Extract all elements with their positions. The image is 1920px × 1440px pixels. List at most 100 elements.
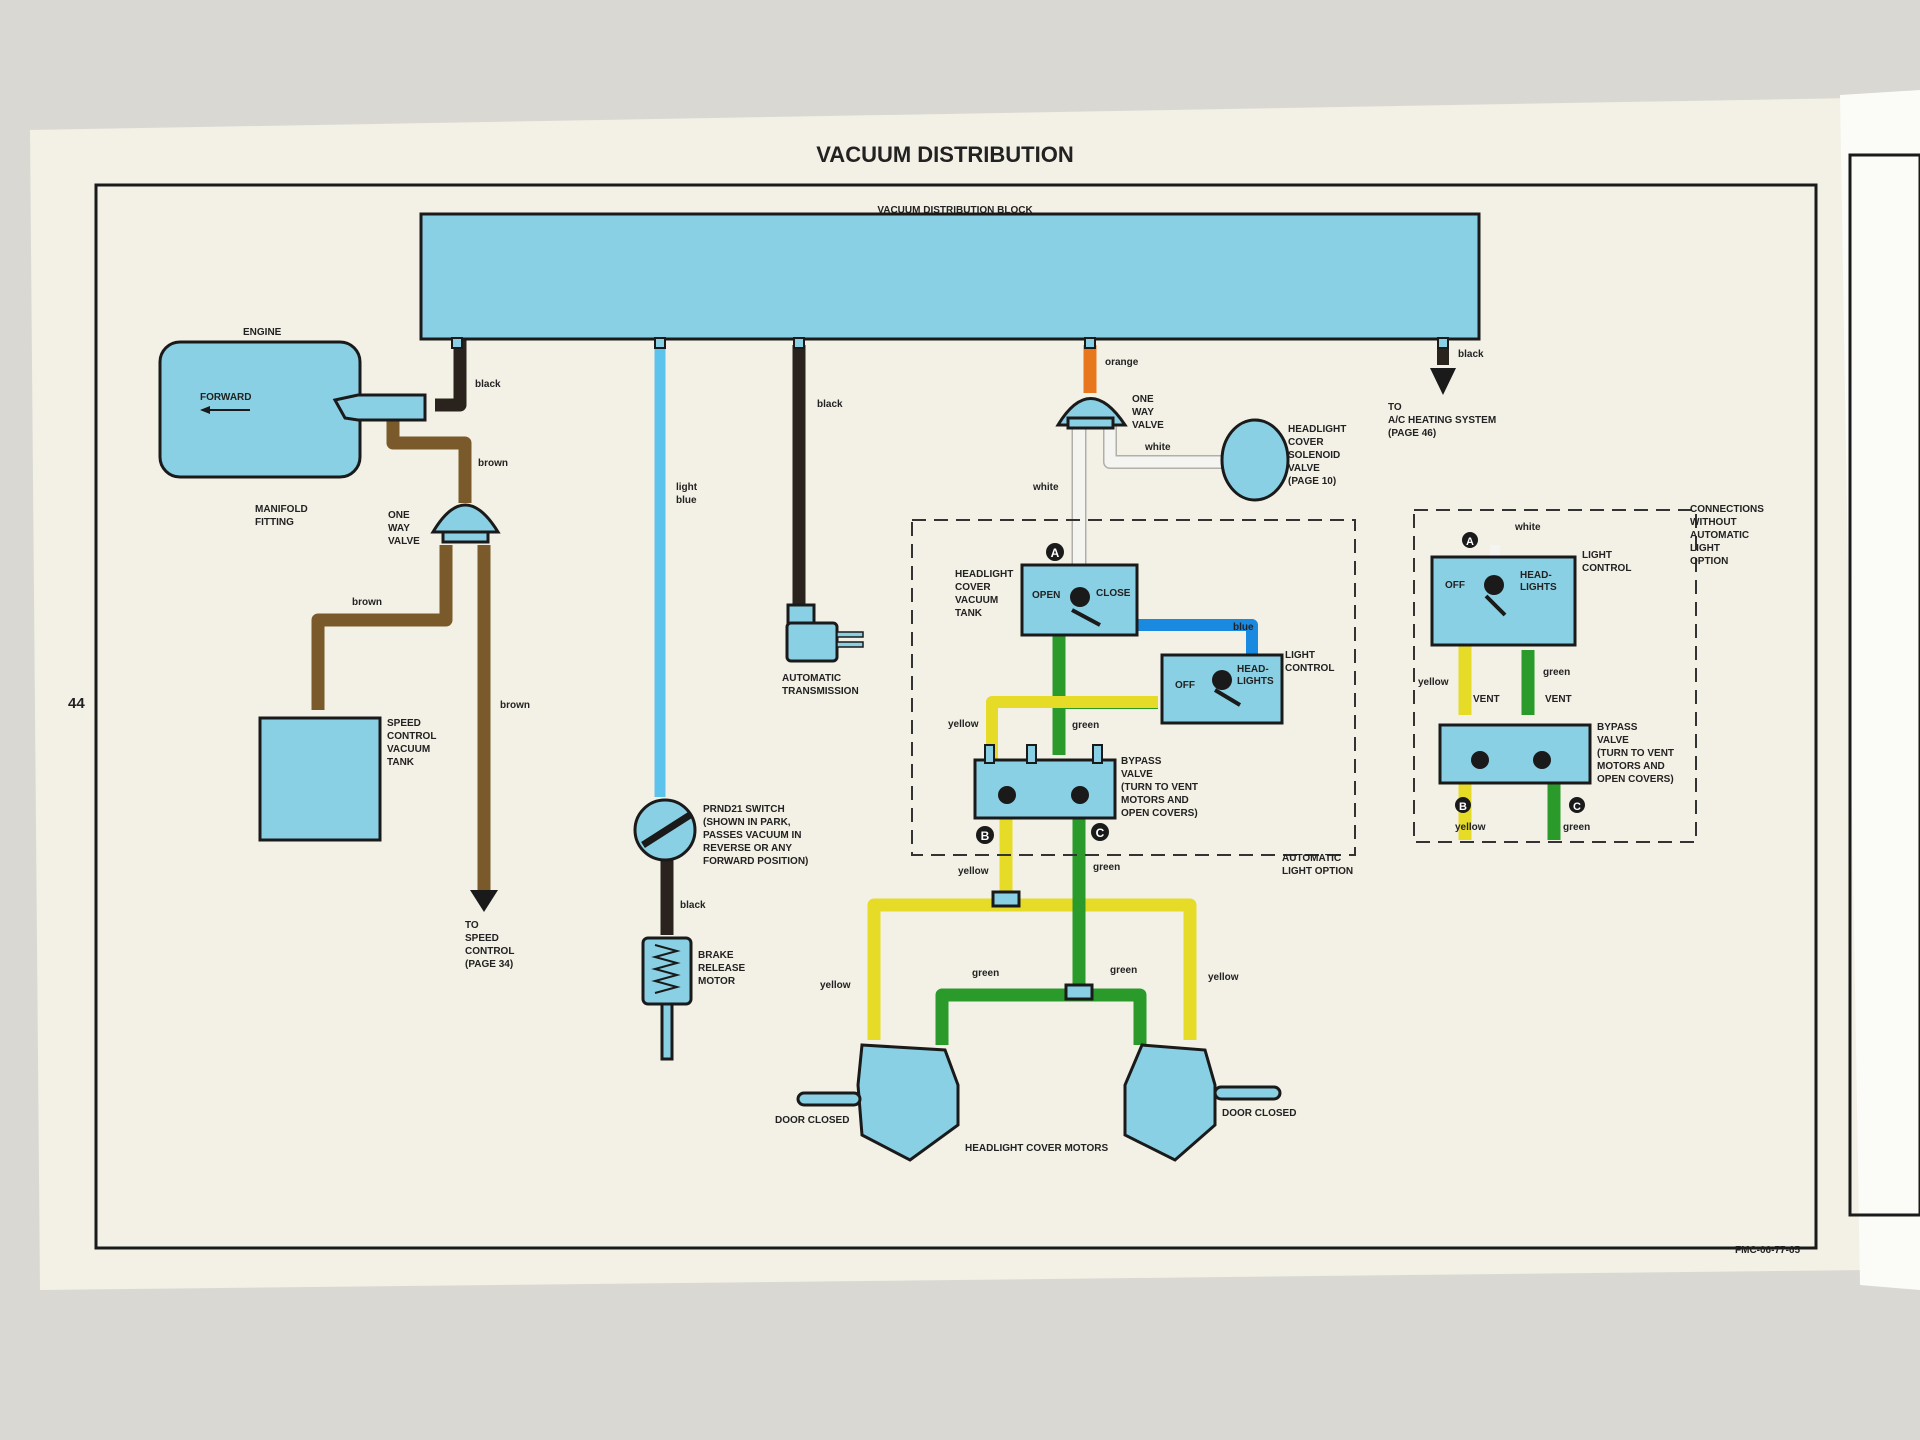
label-solenoid-5: (PAGE 10)	[1288, 476, 1336, 487]
label-motors: HEADLIGHT COVER MOTORS	[965, 1143, 1108, 1154]
green-junction	[1064, 983, 1094, 1001]
manifold-fitting	[332, 393, 427, 422]
light-control-knob	[1212, 670, 1232, 690]
label-close: CLOSE	[1096, 588, 1131, 599]
inset-light-control-knob	[1484, 575, 1504, 595]
label-hvt-1: HEADLIGHT	[955, 569, 1013, 580]
headlight-cover-motor-right	[1123, 1043, 1217, 1162]
inset-marker-b-icon	[1455, 797, 1471, 813]
label-manifold-2: FITTING	[255, 517, 294, 528]
bypass-port-2	[1026, 744, 1037, 764]
ac-arrow-icon	[1430, 368, 1456, 395]
speed-control-vacuum-tank	[258, 716, 382, 842]
label-headlights-1: HEAD-	[1237, 664, 1269, 675]
label-conn-5: OPTION	[1690, 556, 1728, 567]
label-inset-bypass-2: VALVE	[1597, 735, 1629, 746]
hose-white-solenoid-core	[1104, 425, 1222, 468]
inset-marker-a: A	[1466, 536, 1474, 548]
label-owv-right-1: ONE	[1132, 394, 1154, 405]
automatic-light-option-box	[911, 519, 1356, 856]
hose-label-green-2: green	[1093, 862, 1120, 873]
label-door-closed-right: DOOR CLOSED	[1222, 1108, 1296, 1119]
light-control-lever	[1213, 688, 1242, 707]
prnd21-switch-lever	[641, 812, 692, 848]
label-auto-trans-2: TRANSMISSION	[782, 686, 859, 697]
hose-label-black-4: black	[1458, 349, 1484, 360]
hose-label-orange: orange	[1105, 357, 1139, 368]
label-inset-bypass-1: BYPASS	[1597, 722, 1638, 733]
hose-label-blue: blue	[1233, 622, 1254, 633]
label-to-speed-1: TO	[465, 920, 479, 931]
label-bypass-4: MOTORS AND	[1121, 795, 1189, 806]
label-door-closed-left: DOOR CLOSED	[775, 1115, 849, 1126]
label-inset-bypass-5: OPEN COVERS)	[1597, 774, 1674, 785]
inset-marker-c: C	[1573, 801, 1581, 813]
bypass-valve-knob-c	[1071, 786, 1089, 804]
label-hvt-2: COVER	[955, 582, 991, 593]
label-auto-trans-1: AUTOMATIC	[782, 673, 841, 684]
label-auto-light-1: AUTOMATIC	[1282, 853, 1341, 864]
bypass-port-3	[1092, 744, 1103, 764]
label-vent-left: VENT	[1473, 694, 1500, 705]
label-prnd-1: PRND21 SWITCH	[703, 804, 785, 815]
label-speed-tank-2: CONTROL	[387, 731, 436, 742]
hose-brown-manifold	[386, 418, 472, 503]
port-2	[654, 337, 666, 349]
label-inset-bypass-3: (TURN TO VENT	[1597, 748, 1674, 759]
label-to-speed-2: SPEED	[465, 933, 499, 944]
label-inset-off: OFF	[1445, 580, 1465, 591]
hose-label-white-2: white	[1032, 482, 1059, 493]
label-open: OPEN	[1032, 590, 1060, 601]
label-bypass-1: BYPASS	[1121, 756, 1162, 767]
port-3	[793, 337, 805, 349]
label-conn-4: LIGHT	[1690, 543, 1720, 554]
label-speed-tank-1: SPEED	[387, 718, 421, 729]
bypass-port-1	[984, 744, 995, 764]
label-bypass-2: VALVE	[1121, 769, 1153, 780]
transmission-rod-1	[836, 631, 864, 638]
label-owv-right-3: VALVE	[1132, 420, 1164, 431]
marker-b: B	[981, 829, 990, 843]
one-way-valve-left-base	[441, 530, 490, 544]
label-forward: FORWARD	[200, 392, 251, 403]
label-to-ac-1: TO	[1388, 402, 1402, 413]
label-solenoid-1: HEADLIGHT	[1288, 424, 1346, 435]
label-brake-2: RELEASE	[698, 963, 746, 974]
speed-control-arrow-icon	[470, 890, 498, 912]
label-manifold-1: MANIFOLD	[255, 504, 308, 515]
label-prnd-4: REVERSE OR ANY	[703, 843, 792, 854]
component-labels: VACUUM DISTRIBUTION BLOCK ENGINE FORWARD…	[200, 205, 1764, 1154]
headlight-cover-solenoid-valve	[1220, 418, 1290, 502]
hose-label-green-3: green	[972, 968, 999, 979]
label-auto-light-2: LIGHT OPTION	[1282, 866, 1353, 877]
hose-label-black-1: black	[475, 379, 501, 390]
hose-label-white-1: white	[1144, 442, 1171, 453]
port-1	[451, 337, 463, 349]
bypass-valve-knob-b	[998, 786, 1016, 804]
label-owv-left-3: VALVE	[388, 536, 420, 547]
hose-label-brown-1: brown	[478, 458, 508, 469]
tank-valve-knob	[1070, 587, 1090, 607]
tank-valve-lever	[1071, 608, 1101, 627]
label-to-ac-3: (PAGE 46)	[1388, 428, 1436, 439]
transmission-rod-2	[836, 641, 864, 648]
page-title: VACUUM DISTRIBUTION	[816, 142, 1073, 167]
diagram-frame	[94, 183, 1818, 1250]
label-conn-3: AUTOMATIC	[1690, 530, 1749, 541]
label-light-control-2: CONTROL	[1285, 663, 1334, 674]
inset-bypass-knob-c	[1533, 751, 1551, 769]
label-light-control-1: LIGHT	[1285, 650, 1315, 661]
hose-label-yellow-3: yellow	[820, 980, 851, 991]
label-to-speed-3: CONTROL	[465, 946, 514, 957]
automatic-transmission	[785, 621, 839, 663]
label-solenoid-3: SOLENOID	[1288, 450, 1340, 461]
label-inset-bypass-4: MOTORS AND	[1597, 761, 1665, 772]
hose-label-yellow-4: yellow	[1208, 972, 1239, 983]
label-prnd-3: PASSES VACUUM IN	[703, 830, 802, 841]
label-prnd-2: (SHOWN IN PARK,	[703, 817, 791, 828]
footer-code: FMC-06-77-65	[1735, 1245, 1800, 1256]
hose-green-dist	[935, 810, 1147, 1045]
label-prnd-5: FORWARD POSITION)	[703, 856, 808, 867]
brake-spring-icon	[651, 944, 681, 994]
forward-arrow-icon	[200, 406, 210, 414]
